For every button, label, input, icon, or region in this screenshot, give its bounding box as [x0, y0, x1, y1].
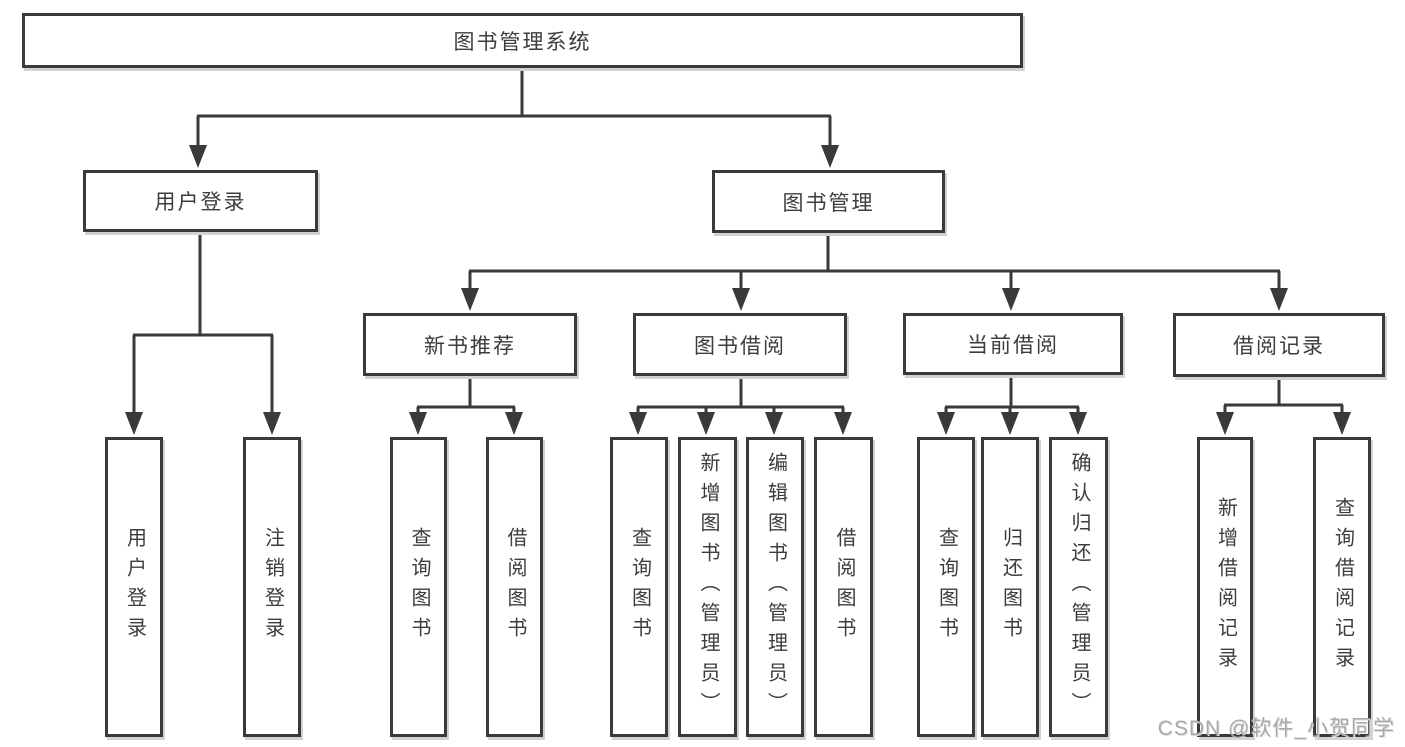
leaf-user-login: 用户登录	[105, 437, 163, 737]
leaf-return-book-label: 归还图书	[999, 527, 1022, 647]
leaf-query-book-current-label: 查询图书	[935, 527, 958, 647]
leaf-user-login-label: 用户登录	[123, 527, 146, 647]
leaf-edit-book-admin: 编辑图书（管理员）	[746, 437, 804, 737]
leaf-add-book-admin-label: 新增图书（管理员）	[697, 452, 719, 722]
leaf-add-book-admin: 新增图书（管理员）	[678, 437, 737, 737]
node-user-login: 用户登录	[83, 170, 318, 232]
node-current-borrow: 当前借阅	[903, 313, 1123, 375]
node-current-borrow-label: 当前借阅	[967, 334, 1059, 357]
leaf-query-book-borrow-label: 查询图书	[628, 527, 651, 647]
node-root: 图书管理系统	[22, 13, 1023, 68]
leaf-query-book-recommend: 查询图书	[390, 437, 447, 737]
leaf-query-book-borrow: 查询图书	[610, 437, 668, 737]
leaf-add-borrow-record-label: 新增借阅记录	[1214, 497, 1237, 677]
node-book-borrow: 图书借阅	[633, 313, 847, 376]
leaf-query-book-current: 查询图书	[917, 437, 975, 737]
leaf-borrow-book-label: 借阅图书	[833, 527, 855, 647]
csdn-watermark: CSDN @软件_小贺同学	[1157, 717, 1395, 740]
node-user-login-label: 用户登录	[154, 191, 247, 214]
leaf-query-book-recommend-label: 查询图书	[408, 527, 430, 647]
node-book-management-label: 图书管理	[782, 191, 875, 215]
node-book-borrow-label: 图书借阅	[694, 334, 786, 358]
node-borrow-records-label: 借阅记录	[1233, 335, 1325, 358]
leaf-edit-book-admin-label: 编辑图书（管理员）	[764, 452, 787, 722]
node-borrow-records: 借阅记录	[1173, 313, 1385, 377]
node-root-label: 图书管理系统	[453, 30, 592, 54]
leaf-borrow-book-recommend: 借阅图书	[486, 437, 543, 737]
leaf-query-borrow-record-label: 查询借阅记录	[1331, 497, 1354, 677]
leaf-add-borrow-record: 新增借阅记录	[1197, 437, 1253, 737]
leaf-borrow-book: 借阅图书	[814, 437, 873, 737]
leaf-borrow-book-recommend-label: 借阅图书	[504, 527, 526, 647]
leaf-confirm-return-admin: 确认归还（管理员）	[1049, 437, 1108, 737]
leaf-query-borrow-record: 查询借阅记录	[1313, 437, 1371, 737]
node-book-management: 图书管理	[712, 170, 945, 233]
leaf-logout: 注销登录	[243, 437, 301, 737]
node-new-book-recommend-label: 新书推荐	[424, 334, 516, 358]
leaf-return-book: 归还图书	[981, 437, 1039, 737]
node-new-book-recommend: 新书推荐	[363, 313, 577, 376]
leaf-confirm-return-admin-label: 确认归还（管理员）	[1068, 452, 1090, 722]
leaf-logout-label: 注销登录	[261, 527, 284, 647]
